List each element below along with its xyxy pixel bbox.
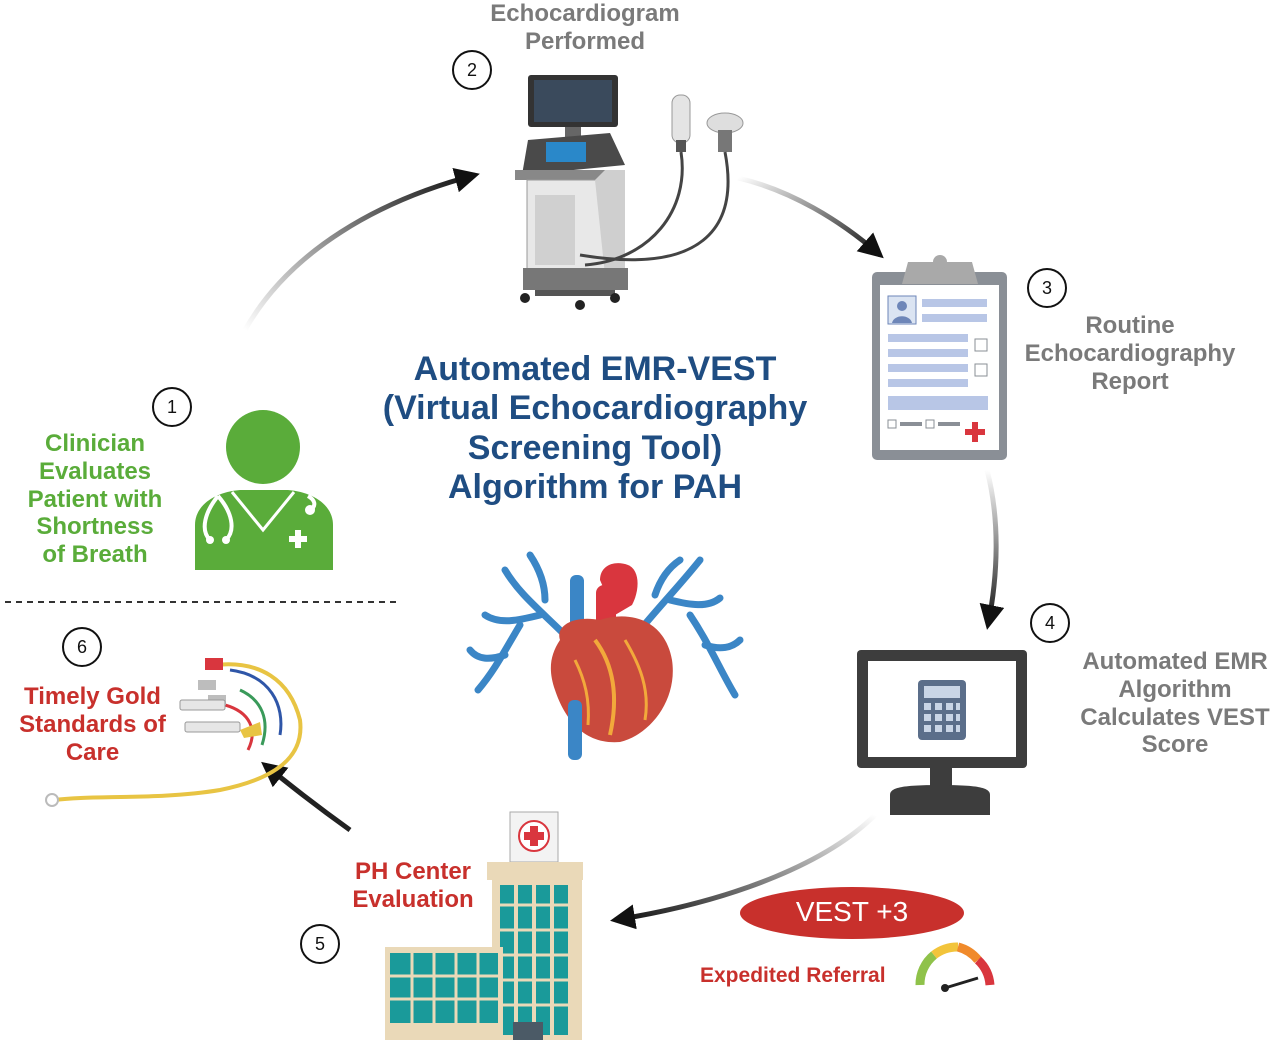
vest-score-badge (740, 887, 964, 939)
step-2-number: 2 (452, 50, 492, 90)
step-4-label: Automated EMR Algorithm Calculates VEST … (1080, 648, 1270, 759)
arrow-1-to-2 (242, 168, 480, 332)
arrow-3-to-4 (979, 469, 1005, 630)
step-5-number: 5 (300, 924, 340, 964)
diagram-title: Automated EMR-VEST (Virtual Echocardiogr… (382, 350, 808, 507)
catheter-icon (45, 658, 303, 807)
arrow-4-to-5 (610, 813, 877, 930)
expedited-referral-label: Expedited Referral (700, 964, 886, 987)
step-2-label: Echocardiogram Performed (490, 0, 680, 55)
step-6-label: Timely Gold Standards of Care (19, 683, 166, 766)
hospital-icon (385, 811, 583, 1040)
monitor-calculator-icon (857, 650, 1027, 815)
step-1-label: Clinician Evaluates Patient with Shortne… (27, 430, 163, 569)
echo-machine-icon (515, 75, 744, 310)
step-4-number: 4 (1030, 603, 1070, 643)
arrow-5-to-6 (261, 761, 352, 833)
step-1-number: 1 (152, 387, 192, 427)
step-3-label: Routine Echocardiography Report (1024, 312, 1236, 395)
step-6-number: 6 (62, 627, 102, 667)
vest-score-text: VEST +3 (795, 896, 909, 927)
arrow-2-to-3 (737, 175, 884, 259)
clipboard-report-icon (872, 255, 1007, 460)
step-3-number: 3 (1027, 268, 1067, 308)
heart-lungs-icon (466, 551, 744, 760)
step-5-label: PH Center Evaluation (352, 858, 474, 913)
gauge-icon (915, 942, 995, 992)
clinician-icon (195, 410, 333, 570)
